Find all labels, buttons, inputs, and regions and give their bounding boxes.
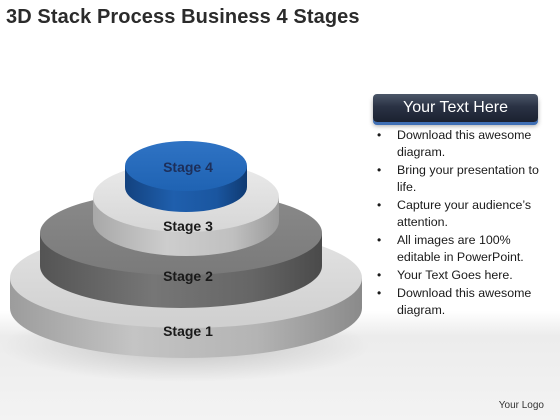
logo-placeholder: Your Logo (498, 400, 544, 411)
slide-title: 3D Stack Process Business 4 Stages (6, 6, 360, 28)
bullet-dot-icon: • (377, 286, 382, 300)
bullet-list: •Download this awesome diagram. •Bring y… (376, 127, 554, 320)
text-panel-header: Your Text Here (373, 94, 538, 122)
bullet-item: •Bring your presentation to life. (377, 163, 539, 194)
stage-4-disc (125, 141, 247, 212)
bullet-dot-icon: • (377, 163, 382, 177)
bullet-item: •Download this awesome diagram. (377, 128, 532, 159)
stage-4-label: Stage 4 (163, 159, 213, 175)
bullet-dot-icon: • (377, 198, 382, 212)
stage-2-label: Stage 2 (163, 268, 213, 284)
bullet-dot-icon: • (377, 233, 382, 247)
stage-1-label: Stage 1 (163, 323, 213, 339)
stage-3-label: Stage 3 (163, 218, 213, 234)
bullet-item: •Capture your audience’s attention. (377, 198, 532, 229)
bullet-dot-icon: • (377, 268, 382, 282)
bullet-item: •Your Text Goes here. (377, 268, 513, 282)
bullet-item: •Download this awesome diagram. (377, 286, 532, 317)
bullet-item: •All images are 100% editable in PowerPo… (377, 233, 524, 264)
bullet-dot-icon: • (377, 128, 382, 142)
